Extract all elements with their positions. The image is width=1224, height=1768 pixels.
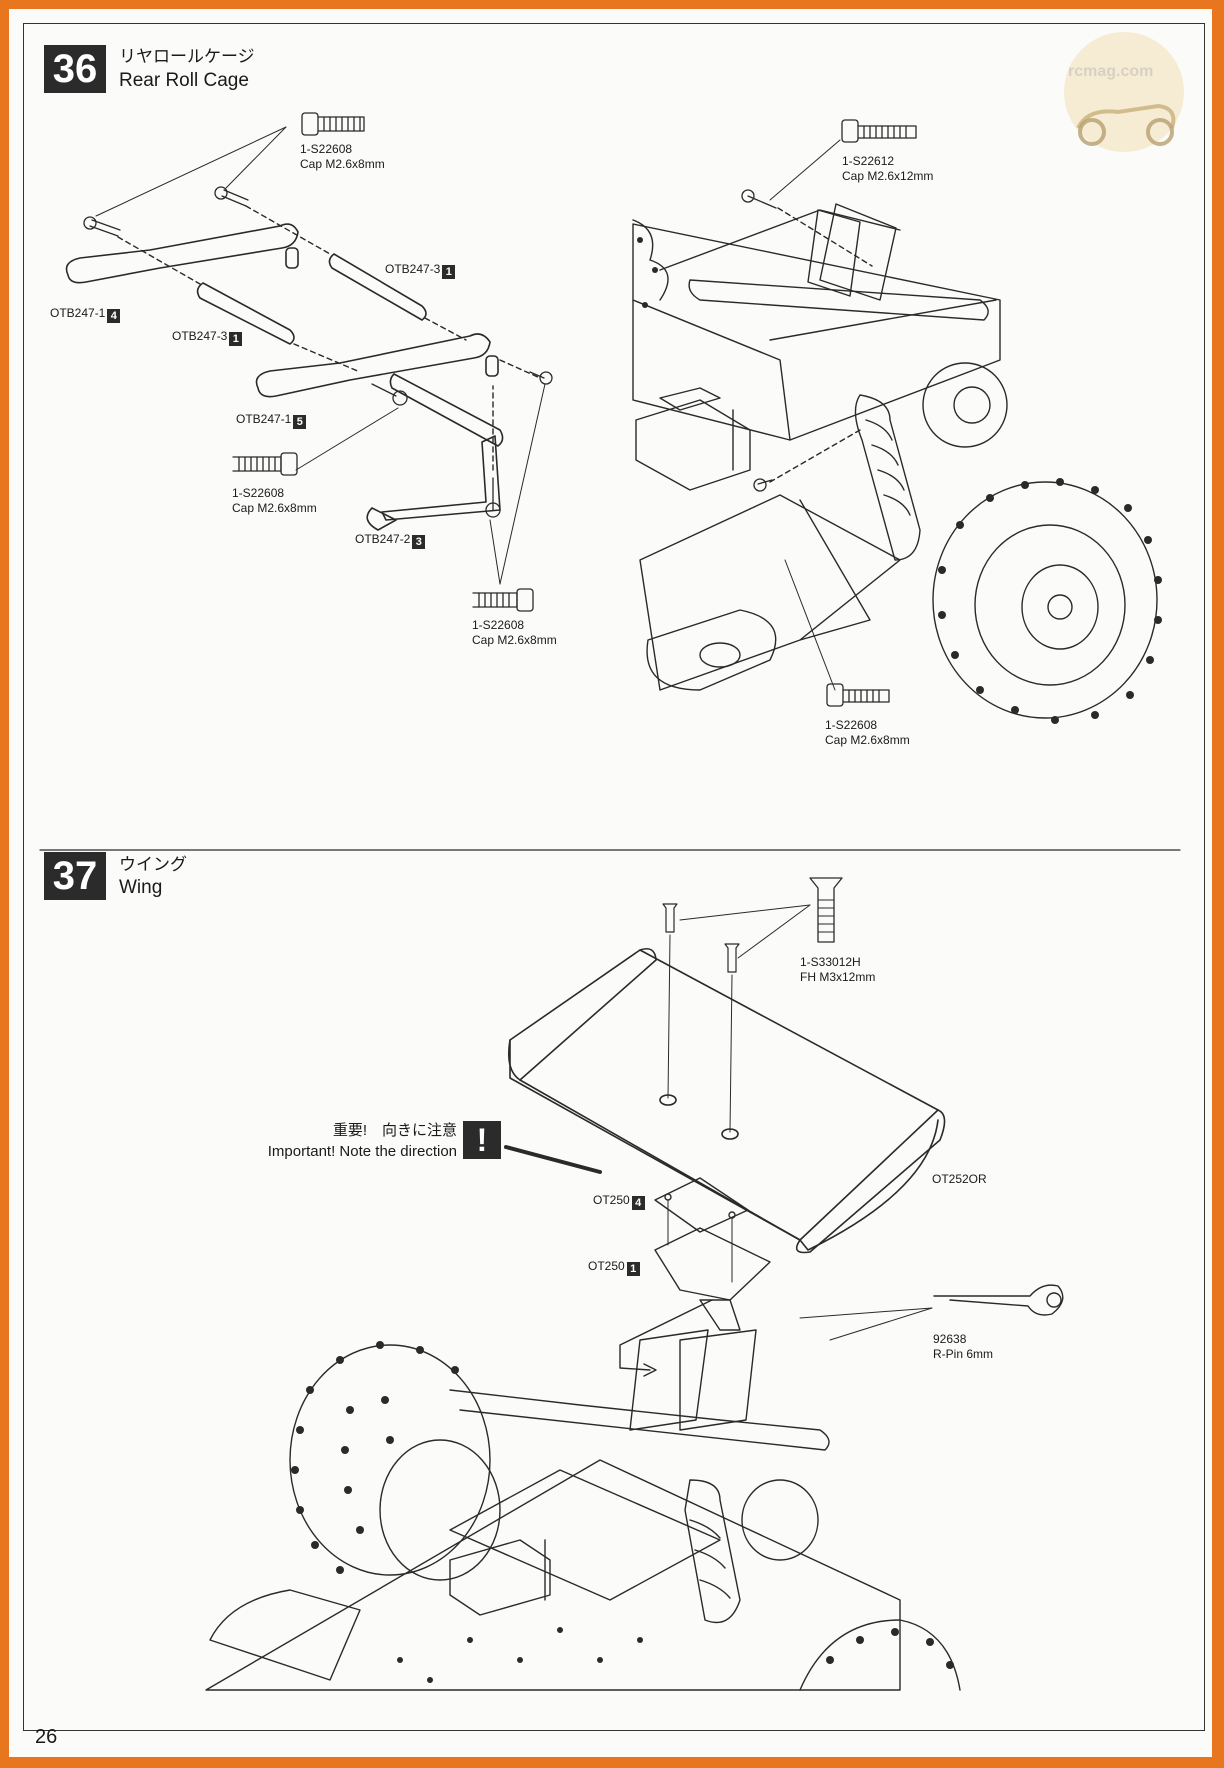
qty-badge: 1 (626, 1262, 640, 1276)
part-ref: OT252OR (932, 1172, 987, 1186)
qty-badge: 3 (412, 535, 426, 549)
qty-badge: 4 (107, 309, 121, 323)
step-36-title-jp: リヤロールケージ (119, 47, 255, 66)
step-37-number: 37 (44, 852, 106, 900)
step-37-title-jp: ウイング (119, 855, 187, 874)
rcmag-watermark-logo (1064, 32, 1184, 152)
qty-badge: 4 (631, 1196, 645, 1210)
qty-badge: 5 (293, 415, 307, 429)
step-36-title-en: Rear Roll Cage (119, 70, 249, 91)
step-37-title-en: Wing (119, 877, 163, 898)
direction-warning: 重要! 向きに注意 Important! Note the direction (268, 1120, 457, 1162)
page-frame (23, 23, 1205, 1731)
exclamation-icon: ! (463, 1121, 501, 1159)
watermark-text: rcmag.com (1068, 63, 1154, 80)
qty-badge: 1 (442, 265, 456, 279)
step-36-number: 36 (44, 45, 106, 93)
page-number: 26 (35, 1726, 58, 1748)
warning-text-jp: 重要! 向きに注意 (332, 1122, 457, 1139)
warning-text-en: Important! Note the direction (267, 1143, 457, 1160)
qty-badge: 1 (229, 332, 243, 346)
